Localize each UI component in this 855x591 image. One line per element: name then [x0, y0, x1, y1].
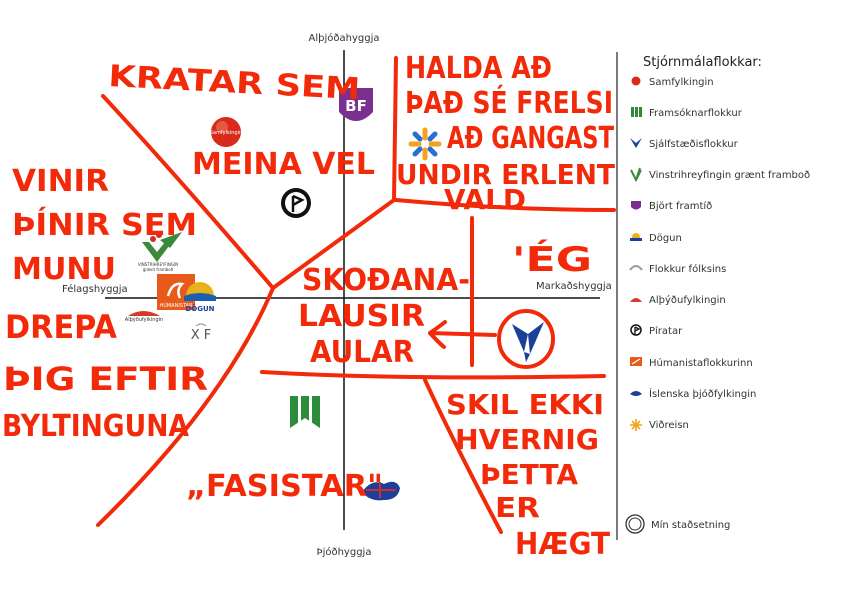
axis-label-left: Félagshyggja: [62, 283, 128, 295]
falcon-logo: [512, 322, 544, 362]
legend-item-vg: Vinstrihreyfingin grænt framboð: [649, 170, 810, 181]
annotation-halda-3: AÐ GANGAST: [447, 121, 614, 156]
annotation-halda-1: HALDA AÐ: [405, 51, 552, 86]
svg-text:Samfylkingin: Samfylkingin: [210, 130, 242, 136]
legend-item-vidreisn: Viðreisn: [649, 420, 689, 431]
vidreisn-logo: [408, 127, 442, 161]
svg-text:VINSTRIHREYFINGIN: VINSTRIHREYFINGIN: [138, 262, 178, 267]
iceland-flag-icon: [630, 391, 642, 396]
althydufylkingin-icon: [630, 298, 642, 302]
annotation-skil-1: SKIL EKKI: [446, 388, 604, 421]
annotation-vinir-3: MUNU: [12, 252, 116, 287]
samfylkingin-dot-icon: [631, 76, 641, 86]
location-ring-icon: [625, 514, 645, 534]
framsokn-book-icon: [631, 107, 642, 117]
annotation-meina-vel: MEINA VEL: [192, 147, 375, 182]
svg-text:X F: X F: [191, 328, 212, 343]
scribble-lines: [96, 56, 616, 534]
bf-logo: BF: [339, 88, 373, 121]
axis-label-top: Alþjóðahyggja: [309, 32, 380, 44]
legend-item-samfylkingin: Samfylkingin: [649, 77, 714, 88]
vg-leaf-icon: [630, 167, 642, 183]
flokkur-folksins-logo: X F: [191, 323, 212, 343]
axis-label-bottom: Þjóðhyggja: [317, 546, 372, 558]
legend-item-sjalfstaedisflokkur: Sjálfstæðisflokkur: [649, 138, 739, 150]
svg-text:HÚMANISTAR: HÚMANISTAR: [159, 302, 193, 309]
falcon-icon: [630, 138, 642, 148]
svg-text:Alþýðufylkingin: Alþýðufylkingin: [125, 316, 163, 323]
dogun-logo: DÖGUN: [184, 282, 216, 313]
legend-item-framsokn: Framsóknarflokkur: [649, 107, 743, 119]
svg-text:grænt framboð: grænt framboð: [143, 267, 174, 272]
legend-item-piratar: Píratar: [649, 325, 683, 337]
annotation-skil-2: HVERNIG: [455, 423, 599, 456]
legend-item-min-stadsetning: Mín staðsetning: [651, 519, 730, 531]
dogun-sun-icon: [630, 233, 642, 241]
legend-title: Stjórnmálaflokkar:: [643, 55, 762, 70]
annotation-eg: 'ÉG: [512, 239, 592, 280]
pirate-flag-icon: [630, 324, 642, 336]
althydufylkingin-logo: Alþýðufylkingin: [125, 311, 163, 323]
annotation-fasistar: „FASISTAR": [186, 469, 383, 504]
flokkur-folksins-icon: [629, 265, 643, 271]
annotation-vinir-1: VINIR: [12, 164, 109, 199]
samfylkingin-logo: Samfylkingin: [210, 117, 242, 147]
annotations: KRATAR SEM MEINA VEL HALDA AÐ ÞAÐ SÉ FRE…: [2, 51, 615, 562]
svg-text:BF: BF: [345, 97, 367, 115]
legend-item-bjort-framtid: Björt framtíð: [649, 200, 712, 212]
legend-item-dogun: Dögun: [649, 233, 682, 244]
annotation-halda-4: UNDIR ERLENT: [396, 158, 615, 191]
bf-shield-icon: [631, 201, 641, 210]
annotation-vinir-5: ÞIG EFTIR: [3, 360, 208, 398]
legend-item-flokkur-folksins: Flokkur fólksins: [649, 263, 726, 275]
annotation-kratar: KRATAR SEM: [108, 59, 361, 107]
annotation-skodana-3: AULAR: [310, 335, 414, 370]
annotation-halda-2: ÞAÐ SÉ FRELSI: [405, 85, 613, 121]
vidreisn-star-icon: [630, 419, 642, 431]
annotation-vinir-4: DREPA: [5, 308, 117, 346]
axis-label-right: Markaðshyggja: [536, 281, 612, 292]
legend-item-althydufylkingin: Alþýðufylkingin: [649, 294, 726, 306]
vg-logo: VINSTRIHREYFINGIN grænt framboð: [138, 232, 182, 272]
annotation-vinir-6: BYLTINGUNA: [2, 409, 190, 444]
annotation-vinir-2: ÞÍNIR SEM: [12, 207, 197, 243]
annotation-skil-5: HÆGT: [515, 527, 610, 562]
legend-item-humanistaflokkurinn: Húmanistaflokkurinn: [649, 357, 753, 369]
annotation-skil-4: ER: [495, 491, 540, 524]
annotation-skodana-1: SKOÐANA-: [302, 263, 470, 298]
annotation-halda-5: VALD: [444, 183, 526, 216]
pirate-logo: [281, 188, 311, 218]
annotation-skil-3: ÞETTA: [480, 458, 578, 491]
annotation-skodana-2: LAUSIR: [298, 299, 425, 334]
legend-item-islenska-thjodfylkingin: Íslenska þjóðfylkingin: [649, 387, 756, 400]
legend: Stjórnmálaflokkar: Samfylkingin Framsókn…: [625, 55, 810, 534]
svg-text:DÖGUN: DÖGUN: [185, 304, 214, 313]
framsokn-logo: [290, 396, 320, 428]
humanist-icon: [630, 357, 642, 366]
islenska-thjodfylkingin-logo: [362, 481, 400, 501]
